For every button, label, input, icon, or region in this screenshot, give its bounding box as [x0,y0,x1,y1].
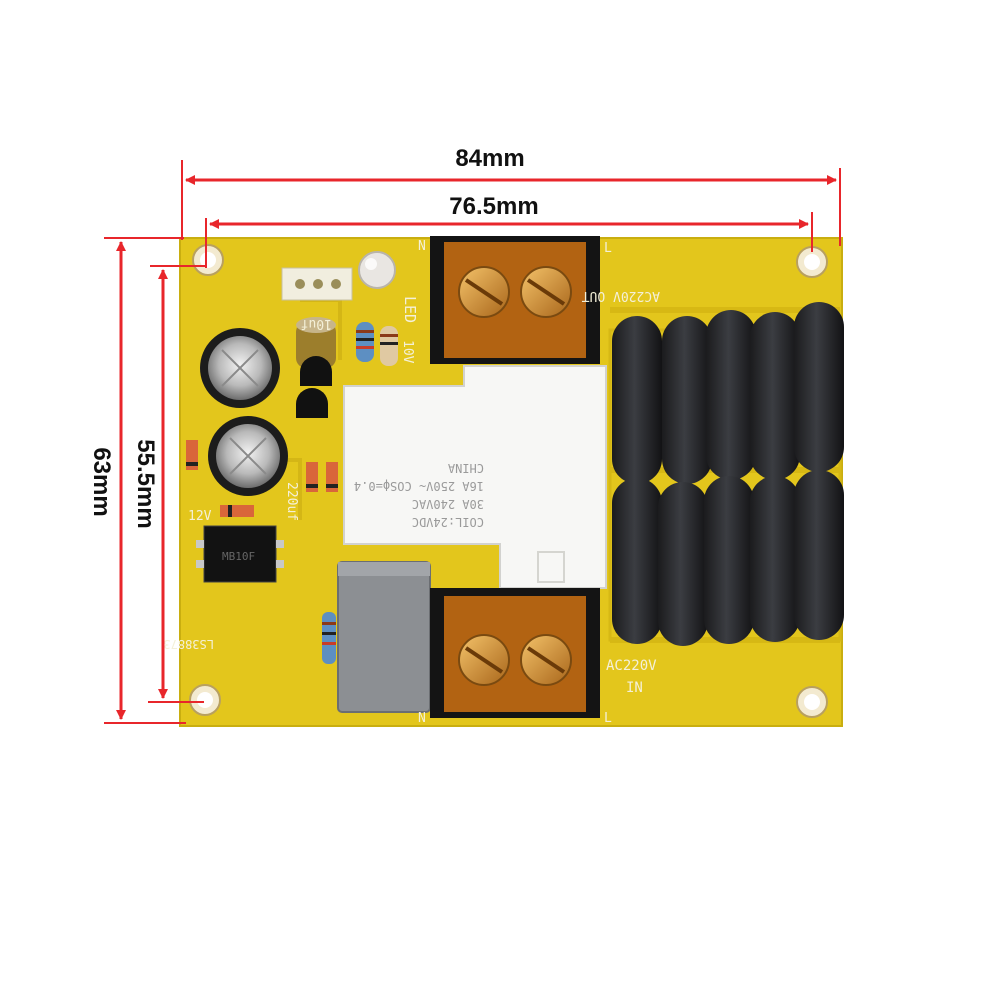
bridge-rectifier [196,525,284,583]
diode [326,462,338,492]
screw-terminal [458,634,510,686]
screw-terminal [520,266,572,318]
coil [794,470,844,640]
terminal-block-in [430,588,600,718]
label-12v: 12V [188,509,212,524]
screw-terminal [520,634,572,686]
terminal-block-out [430,236,600,364]
resistor [380,326,398,366]
resistor [356,322,374,362]
dimension-height-inner: 55.5mm [132,439,159,528]
relay [343,365,607,589]
relay-line-1: COIL:24VDC [412,515,484,529]
capacitor-10uf [296,317,336,368]
transistor [296,388,328,418]
transistor [300,356,332,386]
coil [706,310,756,480]
mounting-hole [189,684,221,716]
part-number: LS38873 [163,637,214,651]
label-10v: 10V [400,340,415,364]
terminal-in-label-2: IN [626,680,643,696]
terminal-mark-l-top: L [604,241,612,256]
cap-label-10uf: 10uf [301,316,332,331]
coil [750,312,800,480]
led-label: LED [401,296,419,323]
diode [306,462,318,492]
bridge-label: MB10F [222,550,255,563]
capacitor-large [200,328,280,408]
led [358,251,396,289]
relay-line-4: CHINA [447,461,484,475]
coil [662,316,712,484]
diode [220,505,254,517]
dimension-width-inner: 76.5mm [449,193,538,220]
terminal-mark-n-top: N [418,239,426,254]
relay-line-2: 30A 240VAC [412,497,484,511]
resistor [322,612,336,664]
terminal-in-label-1: AC220V [606,658,657,674]
cap-label-220uf: 220uf [284,482,299,521]
dimension-height-outer: 63mm [88,447,115,516]
terminal-mark-l-bottom: L [604,711,612,726]
ferrite-coils [608,302,844,646]
dimension-annotations: 84mm 76.5mm 63mm 55.5mm [88,145,841,724]
coil [794,302,844,472]
terminal-mark-n-bottom: N [418,711,426,726]
x-capacitor [337,561,431,713]
dimension-width-outer: 84mm [455,145,524,172]
diode [186,440,198,470]
coil [658,482,708,646]
screw-terminal [458,266,510,318]
coil [750,476,800,642]
capacitor-large [208,416,288,496]
terminal-out-label: AC220V OUT [582,288,660,303]
coil [612,478,662,644]
coil [612,316,662,484]
mounting-holes [189,244,828,718]
pin-header [281,267,353,301]
mounting-hole [192,244,224,276]
coil [704,476,754,644]
relay-line-3: 16A 250V~ COSϕ=0.4 [354,479,484,493]
mounting-hole [796,686,828,718]
